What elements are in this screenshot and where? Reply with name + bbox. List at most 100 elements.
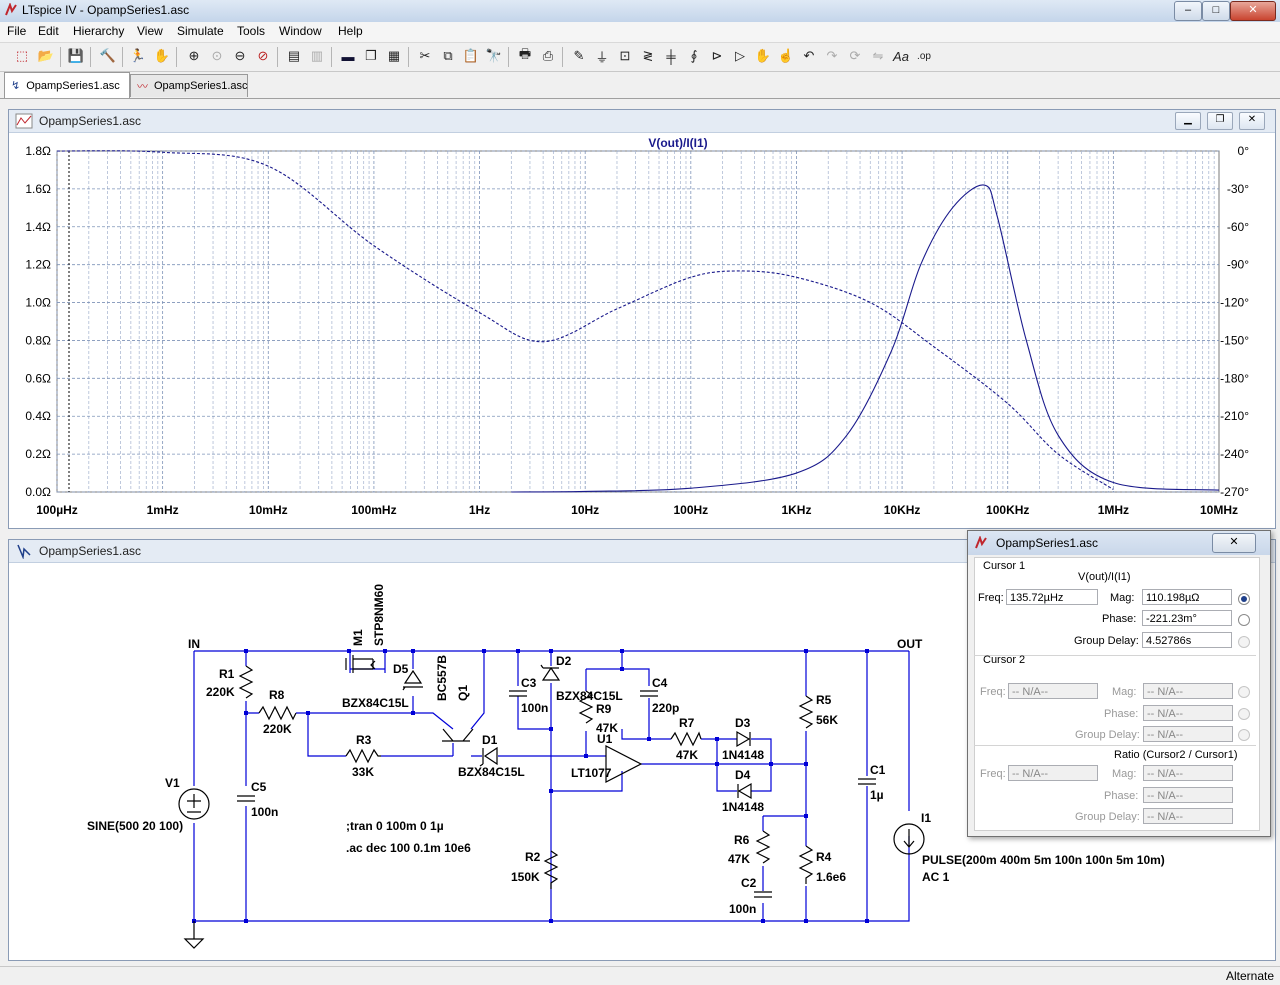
- cursor1-freq-field[interactable]: 135.72µHz: [1006, 589, 1098, 605]
- value-m1: STP8NM60: [372, 584, 386, 646]
- maximize-button[interactable]: □: [1202, 1, 1230, 21]
- rotate-icon[interactable]: ⟳: [849, 48, 861, 63]
- capacitor-c2: [754, 891, 772, 898]
- inductor-icon[interactable]: ∮: [690, 48, 698, 63]
- cursor2-phase-field[interactable]: -- N/A--: [1143, 705, 1233, 721]
- y-right-tick-label: -150°: [1220, 333, 1249, 347]
- value-c1: 1µ: [870, 788, 884, 802]
- menu-simulate[interactable]: Simulate: [177, 24, 224, 38]
- tab-waveform[interactable]: 〰 OpampSeries1.asc: [130, 74, 248, 97]
- resistor-r9: [578, 690, 594, 724]
- control-panel-icon[interactable]: 🔨: [99, 48, 117, 63]
- cursor2-phase-radio[interactable]: [1238, 708, 1250, 720]
- label-c5: C5: [251, 780, 267, 794]
- menu-bar: File Edit Hierarchy View Simulate Tools …: [0, 22, 1280, 43]
- capacitor-c4: [640, 690, 658, 697]
- cursor1-phase-field[interactable]: -221.23m°: [1142, 610, 1232, 626]
- autorange-icon[interactable]: ▤: [287, 48, 301, 63]
- cursor2-group-delay-radio[interactable]: [1238, 729, 1250, 741]
- cursor1-mag-radio[interactable]: [1238, 593, 1250, 605]
- y-right-tick-label: -60°: [1227, 220, 1249, 234]
- value-c3: 100n: [521, 701, 548, 715]
- find-icon[interactable]: 🔭: [485, 48, 503, 63]
- schematic-icon: [17, 544, 31, 559]
- ratio-phase-field[interactable]: -- N/A--: [1143, 787, 1233, 803]
- resistor-icon[interactable]: ≷: [642, 48, 654, 63]
- cursor1-mag-field[interactable]: 110.198µΩ: [1142, 589, 1232, 605]
- cursor2-header: Cursor 2: [983, 654, 1026, 666]
- cursor1-phase-radio[interactable]: [1238, 614, 1250, 626]
- tile-vertical-icon[interactable]: ▦: [387, 48, 401, 63]
- minimize-button[interactable]: –: [1174, 1, 1202, 21]
- tab-schematic[interactable]: ↯ OpampSeries1.asc: [4, 72, 130, 98]
- label-r2: R2: [525, 850, 541, 864]
- menu-view[interactable]: View: [137, 24, 163, 38]
- zoom-pan-icon[interactable]: ⊙: [211, 48, 223, 63]
- undo-icon[interactable]: ↶: [803, 48, 815, 63]
- menu-tools[interactable]: Tools: [237, 24, 266, 38]
- paste-icon[interactable]: 📋: [462, 48, 480, 63]
- copy-icon[interactable]: ⧉: [443, 48, 453, 63]
- label-d5: D5: [393, 662, 409, 676]
- menu-hierarchy[interactable]: Hierarchy: [73, 24, 125, 38]
- print-icon[interactable]: ⎙: [542, 48, 554, 63]
- plot-restore-button[interactable]: ❐: [1207, 112, 1233, 130]
- directive-tran[interactable]: ;tran 0 100m 0 1µ: [346, 819, 444, 833]
- new-schematic-icon[interactable]: ⬚: [15, 48, 29, 63]
- tile-horizontal-icon[interactable]: ▬: [341, 48, 355, 64]
- label-r7: R7: [679, 716, 695, 730]
- label-net-icon[interactable]: ⊡: [619, 48, 631, 63]
- menu-window[interactable]: Window: [279, 24, 322, 38]
- cascade-icon[interactable]: ❐: [365, 48, 377, 63]
- cursor2-mag-field[interactable]: -- N/A--: [1143, 683, 1233, 699]
- cursor1-group-delay-field[interactable]: 4.52786s: [1142, 632, 1232, 648]
- waveform-window-titlebar: OpampSeries1.asc ▁ ❐ ✕: [9, 110, 1275, 133]
- capacitor-icon[interactable]: ╪: [666, 48, 676, 64]
- draw-wire-icon[interactable]: ✎: [573, 48, 585, 63]
- y-right-tick-label: -180°: [1220, 371, 1249, 385]
- cursor2-freq-field[interactable]: -- N/A--: [1008, 683, 1098, 699]
- zoom-cancel-icon[interactable]: ⊘: [257, 48, 269, 63]
- ratio-freq-field[interactable]: -- N/A--: [1008, 765, 1098, 781]
- plot-minimize-button[interactable]: ▁: [1175, 112, 1201, 130]
- x-tick-label: 100µHz: [36, 503, 78, 517]
- print-setup-icon[interactable]: 🖶: [518, 46, 532, 61]
- text-icon[interactable]: Aa: [893, 48, 909, 64]
- cursor2-group-delay-field[interactable]: -- N/A--: [1143, 726, 1233, 742]
- ratio-group-delay-field[interactable]: -- N/A--: [1143, 808, 1233, 824]
- cursor2-mag-label: Mag:: [1112, 686, 1137, 698]
- redo-icon[interactable]: ↷: [826, 48, 838, 63]
- mirror-icon[interactable]: ⇋: [872, 48, 884, 63]
- y-right-tick-label: 0°: [1238, 144, 1250, 158]
- save-icon[interactable]: 💾: [67, 48, 85, 63]
- menu-edit[interactable]: Edit: [38, 24, 59, 38]
- drag-icon[interactable]: ☝: [777, 48, 795, 63]
- cursor-dialog-close-button[interactable]: ✕: [1212, 533, 1256, 553]
- title-bar: LTspice IV - OpampSeries1.asc – □ ✕: [0, 0, 1280, 22]
- window-title: LTspice IV - OpampSeries1.asc: [22, 3, 190, 17]
- zoom-in-icon[interactable]: ⊕: [188, 48, 200, 63]
- diode-icon[interactable]: ⊳: [711, 48, 723, 63]
- close-button[interactable]: ✕: [1230, 1, 1276, 21]
- ratio-mag-field[interactable]: -- N/A--: [1143, 765, 1233, 781]
- spice-directive-icon[interactable]: .op: [917, 50, 931, 62]
- halt-icon[interactable]: ✋: [153, 48, 171, 63]
- run-icon[interactable]: 🏃: [129, 48, 147, 63]
- bode-plot[interactable]: 1.8Ω1.6Ω1.4Ω1.2Ω1.0Ω0.8Ω0.6Ω0.4Ω0.2Ω0.0Ω…: [9, 133, 1273, 526]
- fit-icon[interactable]: ▥: [310, 48, 324, 63]
- directive-ac[interactable]: .ac dec 100 0.1m 10e6: [346, 841, 471, 855]
- zoom-out-icon[interactable]: ⊖: [234, 48, 246, 63]
- ground-icon[interactable]: ⏚: [595, 49, 609, 65]
- cut-icon[interactable]: ✂: [419, 48, 431, 63]
- cursor1-group-delay-radio[interactable]: [1238, 636, 1250, 648]
- plot-close-button[interactable]: ✕: [1239, 112, 1265, 130]
- move-icon[interactable]: ✋: [754, 48, 772, 63]
- cursor2-mag-radio[interactable]: [1238, 686, 1250, 698]
- menu-help[interactable]: Help: [338, 24, 363, 38]
- schematic-canvas[interactable]: IN OUT R1 220K R8 220K R3 33K R9 47K R7 …: [9, 563, 1273, 958]
- component-icon[interactable]: ▷: [735, 48, 745, 63]
- menu-file[interactable]: File: [7, 24, 27, 38]
- resistor-r5: [798, 695, 814, 729]
- open-icon[interactable]: 📂: [37, 48, 55, 63]
- zener-d5: [402, 669, 423, 691]
